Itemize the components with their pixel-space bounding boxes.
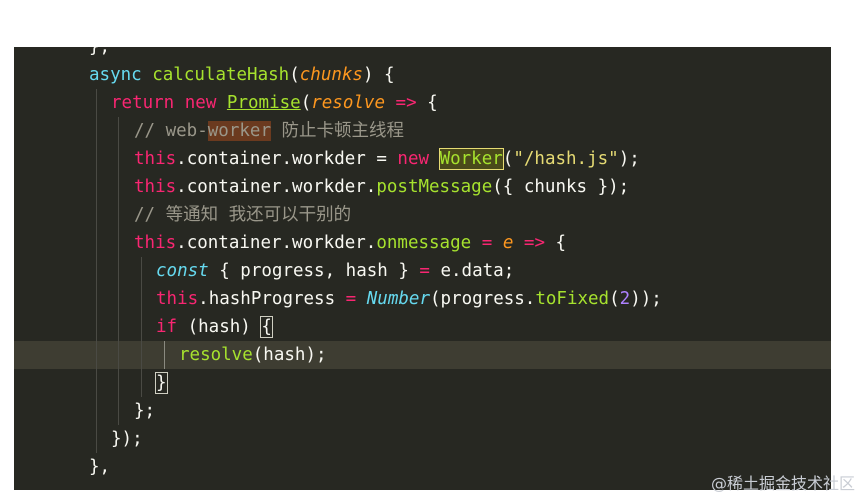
keyword: this [134, 233, 177, 253]
function-name: calculateHash [152, 65, 290, 85]
code-text: }); [111, 429, 143, 449]
keyword: this [156, 289, 199, 309]
code-text: .container.workder. [176, 233, 377, 253]
code-text: }, [89, 457, 111, 477]
keyword: this [134, 177, 177, 197]
watermark: @稀土掘金技术社区 [710, 474, 855, 493]
code-text: }, [89, 47, 111, 57]
code-line: }, [14, 453, 831, 481]
comment-highlight: worker [207, 121, 271, 141]
code-line: // web-worker 防止卡顿主线程 [14, 117, 831, 145]
code-line: }); [14, 425, 831, 453]
code-text: .container.workder. [176, 177, 377, 197]
keyword: const [156, 261, 209, 281]
code-line: this.container.workder.onmessage = e => … [14, 229, 831, 257]
code-text: )); [630, 289, 662, 309]
comment: // 等通知 我还可以干别的 [134, 205, 352, 225]
keyword: new [397, 149, 430, 169]
function-call: resolve [179, 345, 253, 365]
code-text: .container.workder = [176, 149, 398, 169]
code-line: this.hashProgress = Number(progress.toFi… [14, 285, 831, 313]
keyword: async [89, 65, 142, 85]
code-line: this.container.workder.postMessage({ chu… [14, 173, 831, 201]
code-line: } [14, 369, 831, 397]
class-name: Promise [226, 93, 301, 113]
code-line: this.container.workder = new Worker("/ha… [14, 145, 831, 173]
code-line: if (hash) { [14, 313, 831, 341]
builtin: Number [366, 289, 430, 309]
code-text: (hash) [177, 317, 262, 337]
code-text: }; [134, 401, 156, 421]
keyword: new [184, 93, 217, 113]
code-line: }; [14, 397, 831, 425]
code-text: ({ chunks }); [492, 177, 630, 197]
code-line: async calculateHash(chunks) { [89, 65, 395, 85]
method: postMessage [376, 177, 493, 197]
param: e [502, 233, 514, 253]
comment: 防止卡顿主线程 [270, 121, 405, 141]
param: resolve [311, 93, 385, 113]
code-line: }, [14, 47, 831, 61]
code-text: { progress, hash } [208, 261, 420, 281]
code-line-active: resolve(hash); [14, 341, 831, 369]
string: "/hash.js" [513, 149, 619, 169]
number: 2 [619, 289, 631, 309]
keyword: if [156, 317, 178, 337]
code-line: const { progress, hash } = e.data; [14, 257, 831, 285]
method: toFixed [535, 289, 610, 309]
code-text: e.data; [429, 261, 515, 281]
param: chunks [299, 65, 363, 85]
code-text: .hashProgress [198, 289, 346, 309]
code-line: // 等通知 我还可以干别的 [14, 201, 831, 229]
comment: // web- [134, 121, 208, 141]
keyword: return [111, 93, 175, 113]
method: onmessage [376, 233, 472, 253]
code-text: } [155, 372, 168, 394]
code-line: return new Promise(resolve => { [14, 89, 831, 117]
code-editor[interactable]: }, async calculateHash(chunks) { return … [14, 47, 831, 490]
code-text: (hash); [252, 345, 327, 365]
code-text: (progress. [429, 289, 536, 309]
class-name: Worker [438, 148, 504, 170]
keyword: this [134, 149, 177, 169]
